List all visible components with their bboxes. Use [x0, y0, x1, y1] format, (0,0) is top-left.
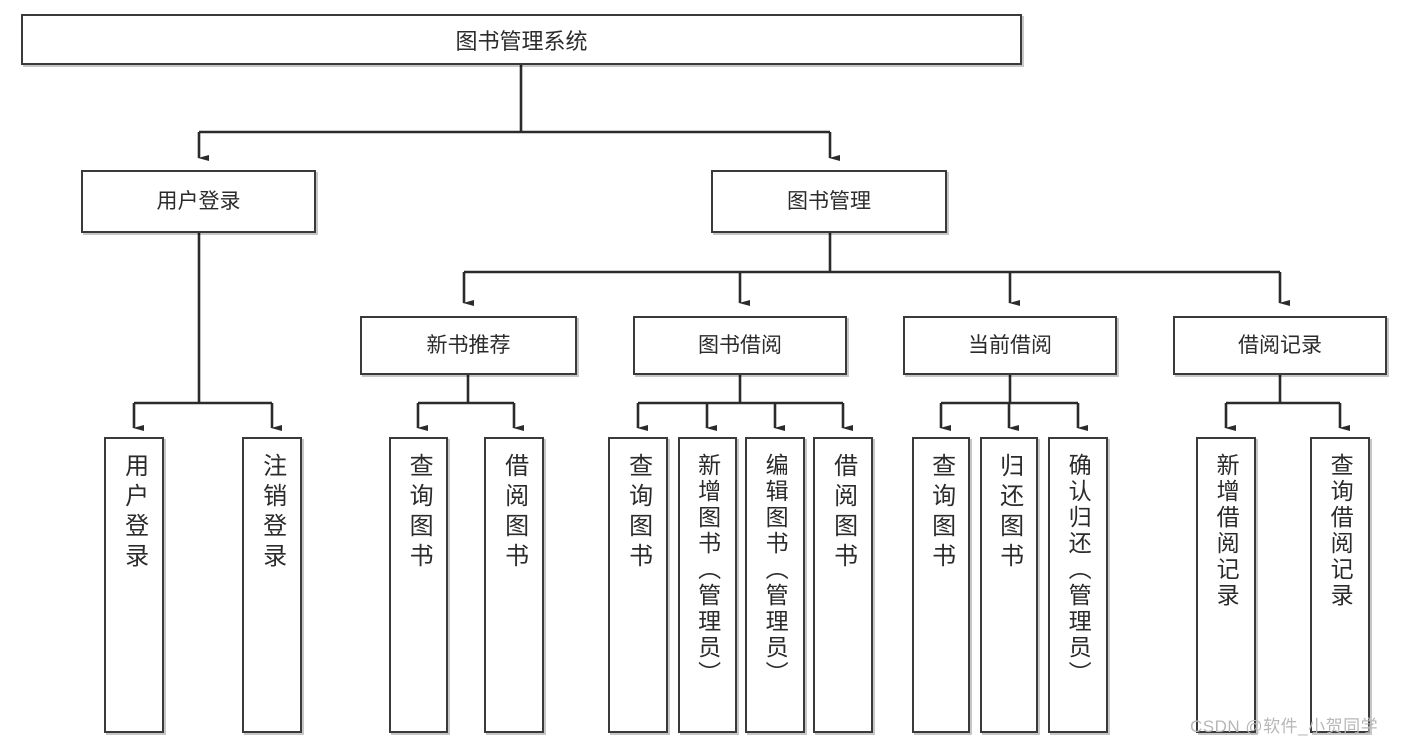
- node-leaf-query-book-3[interactable]: 查询图书: [912, 437, 970, 733]
- node-book-borrow-label: 图书借阅: [698, 334, 782, 357]
- node-leaf-user-login-label: 用户登录: [120, 453, 148, 573]
- node-leaf-add-book-label: 新增图书（管理员）: [694, 453, 721, 687]
- node-leaf-query-book-1[interactable]: 查询图书: [389, 437, 448, 733]
- node-leaf-query-record-label: 查询借阅记录: [1327, 453, 1354, 609]
- node-leaf-add-record[interactable]: 新增借阅记录: [1196, 437, 1256, 733]
- node-leaf-borrow-book-1-label: 借阅图书: [500, 453, 528, 573]
- node-book-borrow[interactable]: 图书借阅: [633, 316, 847, 375]
- node-borrow-record[interactable]: 借阅记录: [1173, 316, 1387, 375]
- node-leaf-query-record[interactable]: 查询借阅记录: [1310, 437, 1370, 733]
- node-leaf-query-book-3-label: 查询图书: [927, 453, 955, 573]
- node-leaf-confirm-return[interactable]: 确认归还（管理员）: [1048, 437, 1108, 733]
- node-leaf-edit-book[interactable]: 编辑图书（管理员）: [745, 437, 805, 733]
- node-new-book-recommend-label: 新书推荐: [426, 334, 511, 357]
- node-leaf-query-book-2-label: 查询图书: [624, 453, 652, 573]
- watermark: CSDN @软件_小贺同学: [1190, 717, 1379, 736]
- node-leaf-confirm-return-label: 确认归还（管理员）: [1065, 453, 1092, 687]
- node-leaf-add-book[interactable]: 新增图书（管理员）: [678, 437, 737, 733]
- node-book-manage-label: 图书管理: [787, 190, 871, 213]
- node-leaf-query-book-2[interactable]: 查询图书: [608, 437, 668, 733]
- node-leaf-logout-login[interactable]: 注销登录: [242, 437, 302, 733]
- node-leaf-borrow-book-1[interactable]: 借阅图书: [484, 437, 544, 733]
- node-user-login-label: 用户登录: [156, 190, 241, 213]
- node-book-manage[interactable]: 图书管理: [711, 170, 947, 233]
- node-root-label: 图书管理系统: [455, 28, 588, 54]
- node-root[interactable]: 图书管理系统: [21, 14, 1022, 65]
- node-leaf-borrow-book-2[interactable]: 借阅图书: [813, 437, 873, 733]
- node-leaf-add-record-label: 新增借阅记录: [1213, 453, 1240, 609]
- node-leaf-return-book-label: 归还图书: [995, 453, 1023, 573]
- node-current-borrow[interactable]: 当前借阅: [903, 316, 1117, 375]
- node-leaf-user-login[interactable]: 用户登录: [104, 437, 164, 733]
- node-leaf-return-book[interactable]: 归还图书: [980, 437, 1038, 733]
- node-current-borrow-label: 当前借阅: [968, 334, 1052, 357]
- node-leaf-query-book-1-label: 查询图书: [405, 453, 433, 573]
- node-user-login[interactable]: 用户登录: [81, 170, 316, 233]
- node-new-book-recommend[interactable]: 新书推荐: [360, 316, 577, 375]
- node-leaf-logout-login-label: 注销登录: [258, 453, 286, 573]
- node-leaf-borrow-book-2-label: 借阅图书: [829, 453, 857, 573]
- node-leaf-edit-book-label: 编辑图书（管理员）: [762, 453, 789, 687]
- node-borrow-record-label: 借阅记录: [1238, 334, 1322, 357]
